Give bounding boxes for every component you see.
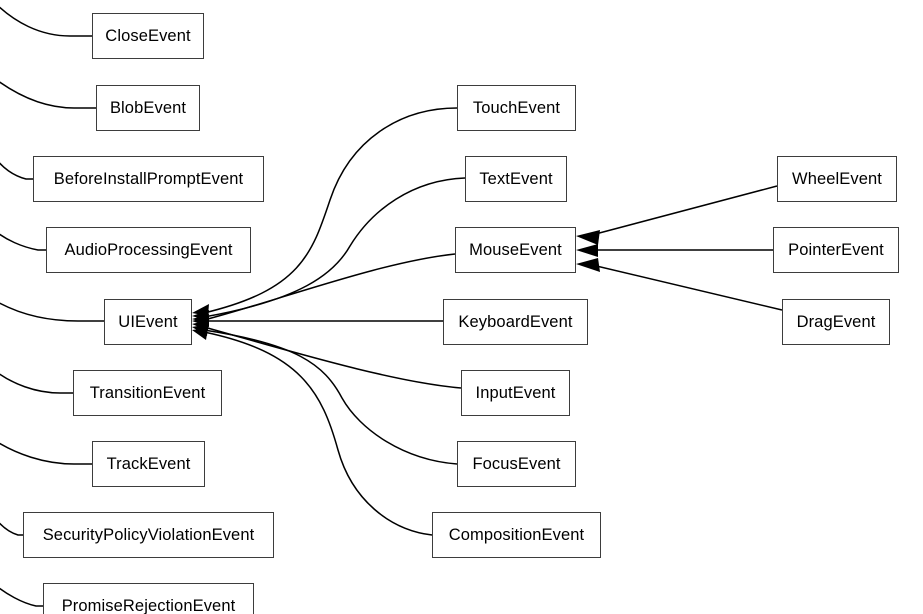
node-mouseevent[interactable]: MouseEvent xyxy=(455,227,576,273)
node-label: WheelEvent xyxy=(792,169,882,188)
node-label: TextEvent xyxy=(479,169,553,188)
arrowheads-mouseevent xyxy=(576,230,600,272)
node-pointerevent[interactable]: PointerEvent xyxy=(773,227,899,273)
node-transitionevent[interactable]: TransitionEvent xyxy=(73,370,222,416)
edge-inputevent-uievent xyxy=(203,326,462,389)
edge-touchevent-uievent xyxy=(203,107,458,314)
node-label: BlobEvent xyxy=(109,98,187,117)
node-label: SecurityPolicyViolationEvent xyxy=(42,525,255,544)
edge-trackevent-offscreen xyxy=(0,442,92,465)
node-focusevent[interactable]: FocusEvent xyxy=(457,441,576,487)
node-label: AudioProcessingEvent xyxy=(64,240,233,259)
node-uievent[interactable]: UIEvent xyxy=(104,299,192,345)
node-securitypolicyviolationevent[interactable]: SecurityPolicyViolationEvent xyxy=(23,512,274,558)
node-promiserejectionevent[interactable]: PromiseRejectionEvent xyxy=(43,583,254,614)
node-label: FocusEvent xyxy=(472,454,561,473)
edge-blobevent-offscreen xyxy=(0,81,96,109)
node-label: InputEvent xyxy=(475,383,556,402)
node-keyboardevent[interactable]: KeyboardEvent xyxy=(443,299,588,345)
edge-transitionevent-offscreen xyxy=(0,373,73,394)
node-inputevent[interactable]: InputEvent xyxy=(461,370,570,416)
node-blobevent[interactable]: BlobEvent xyxy=(96,85,200,131)
edges-to-offscreen-parent xyxy=(0,6,104,607)
edge-audioprocessingevent-offscreen xyxy=(0,233,46,251)
node-label: TouchEvent xyxy=(472,98,561,117)
node-label: TransitionEvent xyxy=(89,383,206,402)
edges-to-mouseevent xyxy=(587,185,783,311)
arrowhead-pointerevent-mouseevent xyxy=(576,244,598,257)
node-label: MouseEvent xyxy=(469,240,562,259)
node-dragevent[interactable]: DragEvent xyxy=(782,299,890,345)
node-textevent[interactable]: TextEvent xyxy=(465,156,567,202)
node-label: UIEvent xyxy=(118,312,178,331)
node-compositionevent[interactable]: CompositionEvent xyxy=(432,512,601,558)
node-touchevent[interactable]: TouchEvent xyxy=(457,85,576,131)
node-label: DragEvent xyxy=(796,312,876,331)
edge-securitypolicyviolationevent-offscreen xyxy=(0,522,23,536)
node-closeevent[interactable]: CloseEvent xyxy=(92,13,204,59)
node-beforeinstallpromptevent[interactable]: BeforeInstallPromptEvent xyxy=(33,156,264,202)
arrowheads-uievent xyxy=(192,304,209,340)
arrowhead-dragevent-mouseevent xyxy=(576,258,600,272)
node-trackevent[interactable]: TrackEvent xyxy=(92,441,205,487)
node-label: KeyboardEvent xyxy=(458,312,573,331)
arrowhead-compositionevent-uievent xyxy=(192,328,208,340)
edge-promiserejectionevent-offscreen xyxy=(0,587,43,607)
node-label: BeforeInstallPromptEvent xyxy=(53,169,244,188)
node-audioprocessingevent[interactable]: AudioProcessingEvent xyxy=(46,227,251,273)
edge-mouseevent-uievent xyxy=(203,253,456,321)
node-label: PointerEvent xyxy=(788,240,884,259)
edges-to-uievent xyxy=(203,107,466,536)
edge-uievent-offscreen xyxy=(0,302,104,322)
node-label: CloseEvent xyxy=(105,26,191,45)
node-label: TrackEvent xyxy=(106,454,191,473)
node-label: CompositionEvent xyxy=(448,525,585,544)
edge-dragevent-mouseevent xyxy=(587,263,783,311)
edge-compositionevent-uievent xyxy=(203,331,433,536)
node-wheelevent[interactable]: WheelEvent xyxy=(777,156,897,202)
edge-closeevent-offscreen xyxy=(0,6,92,37)
arrowhead-wheelevent-mouseevent xyxy=(576,230,600,245)
node-label: PromiseRejectionEvent xyxy=(61,596,236,614)
edge-beforeinstallpromptevent-offscreen xyxy=(0,162,33,180)
edge-focusevent-uievent xyxy=(203,329,458,465)
edge-wheelevent-mouseevent xyxy=(587,185,778,237)
